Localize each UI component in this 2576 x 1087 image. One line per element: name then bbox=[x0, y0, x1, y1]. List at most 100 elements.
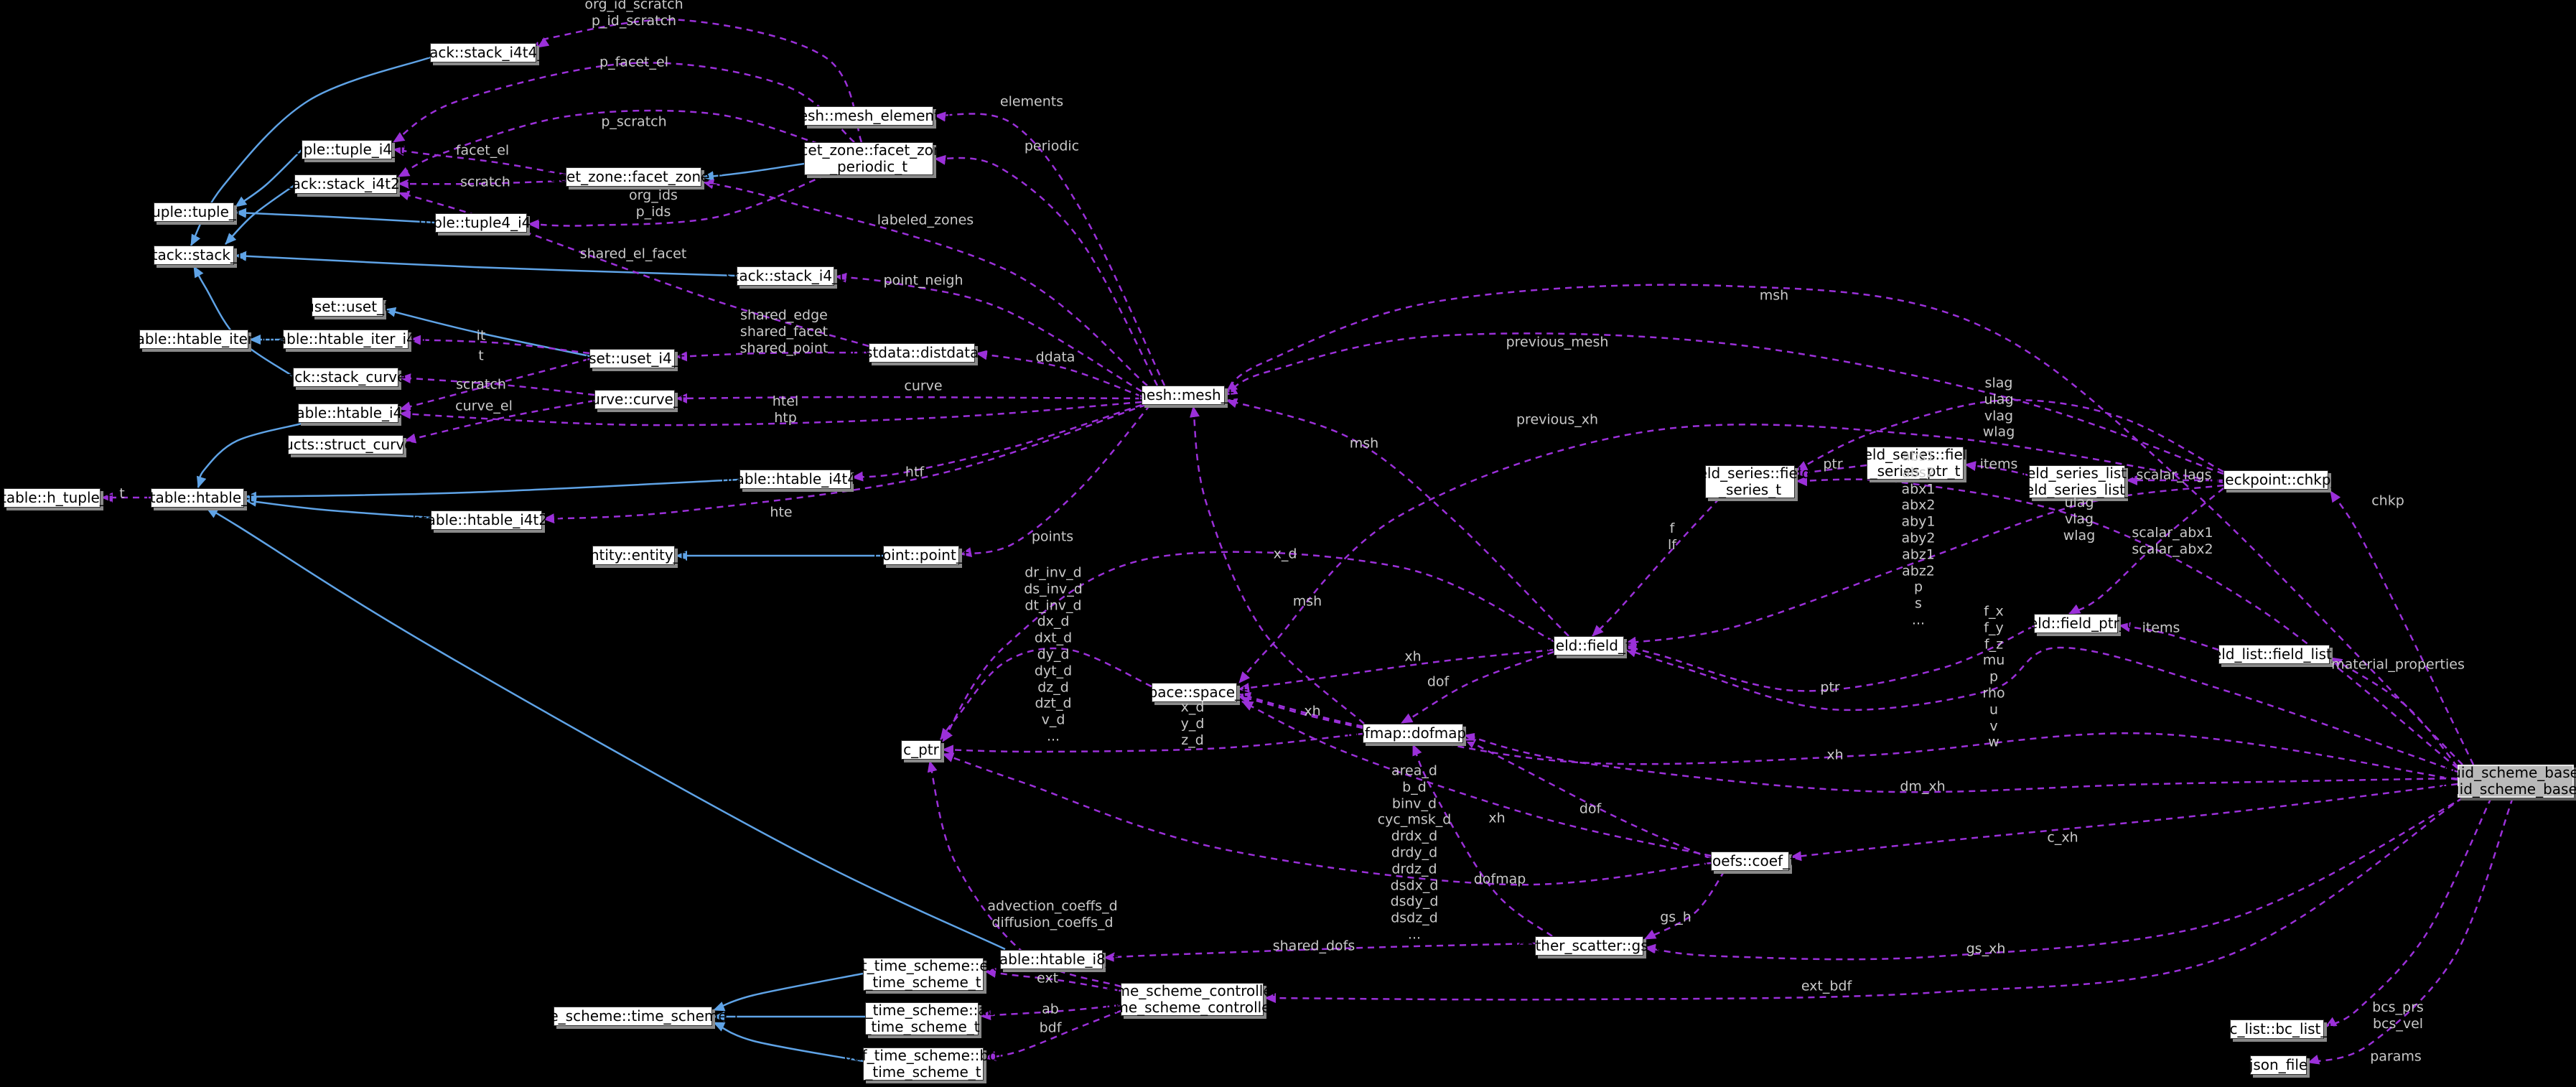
edge-mesh-facet_zone bbox=[702, 179, 1148, 386]
node-fs[interactable]: field_series::field _series_t bbox=[1689, 465, 1811, 498]
node-htable_i8[interactable]: htable::htable_i8_t bbox=[984, 950, 1119, 969]
node-bdf_ts[interactable]: bdf_time_scheme::bdf _time_scheme_t bbox=[844, 1047, 1003, 1081]
node-json_file[interactable]: json_file bbox=[2249, 1055, 2308, 1075]
edge-fluid-json_file bbox=[2307, 797, 2514, 1065]
node-chkp[interactable]: checkpoint::chkp_t bbox=[2208, 470, 2344, 490]
node-coef[interactable]: coefs::coef_t bbox=[1704, 852, 1796, 871]
node-stack_t[interactable]: stack::stack_t bbox=[144, 246, 243, 265]
edge-coef-c_ptr bbox=[942, 752, 1712, 886]
node-stack_i4t4[interactable]: stack::stack_i4t4_t bbox=[416, 43, 551, 62]
edge-fluid-dofmap bbox=[1464, 732, 2458, 793]
node-facet_zone[interactable]: facet_zone::facet_zone_t bbox=[544, 167, 723, 187]
node-htable_iter_t[interactable]: htable::htable_iter_t bbox=[121, 330, 266, 349]
edge-fluid-coef bbox=[1790, 783, 2458, 862]
edge-fluid-bc_list bbox=[2325, 797, 2493, 1028]
edge-chkp-field bbox=[1625, 484, 2224, 647]
edge-distdata-uset_i4 bbox=[676, 351, 869, 362]
edge-coef-gs bbox=[1644, 870, 1726, 941]
edge-fzp-tuple_i4 bbox=[393, 62, 855, 144]
node-mesh[interactable]: mesh::mesh_t bbox=[1132, 386, 1234, 405]
edge-tsc-bdf_ts bbox=[984, 1009, 1121, 1061]
edge-mesh-stack_i4 bbox=[835, 272, 1142, 393]
edge-htable_i8-htable_t bbox=[206, 507, 1006, 951]
edge-field-mesh bbox=[1226, 398, 1569, 637]
node-dofmap[interactable]: dofmap::dofmap_t bbox=[1346, 724, 1480, 743]
edge-fsl-fsp bbox=[1964, 461, 2030, 477]
node-stack_curve[interactable]: stack::stack_curve_t bbox=[272, 368, 419, 387]
edge-fluid-fs bbox=[1796, 476, 2458, 769]
node-htable_iter_i4[interactable]: htable::htable_iter_i4_t bbox=[263, 330, 429, 349]
edge-fluid-mesh bbox=[1226, 284, 2463, 765]
edge-fluid-tsc bbox=[1264, 796, 2463, 1004]
edge-ext_ts-time_scheme bbox=[713, 972, 864, 1012]
node-entity[interactable]: entity::entity_t bbox=[581, 546, 686, 565]
node-point[interactable]: point::point_t bbox=[873, 546, 969, 565]
node-stack_i4t2[interactable]: stack::stack_i4t2_t bbox=[279, 174, 413, 194]
edge-facet_zone-tuple_i4 bbox=[393, 146, 566, 176]
edge-fluid-field bbox=[1625, 646, 2458, 773]
edge-stack_i4t2-stack_t bbox=[225, 184, 295, 245]
edge-chkp-space bbox=[1238, 424, 2224, 684]
edge-space-c_ptr bbox=[939, 647, 1152, 740]
edge-fsp-fs bbox=[1796, 464, 1867, 478]
node-tuple4_i4[interactable]: tuple::tuple4_i4_t bbox=[418, 213, 544, 233]
node-struct_curve[interactable]: structs::struct_curve_t bbox=[265, 435, 426, 454]
edge-gs-htable_i8 bbox=[1103, 942, 1536, 963]
node-distdata[interactable]: distdata::distdata_t bbox=[851, 343, 992, 363]
node-htable_i4[interactable]: htable::htable_i4_t bbox=[281, 403, 416, 423]
edge-chkp-fs bbox=[1796, 398, 2224, 473]
node-fzp[interactable]: facet_zone::facet_zone _periodic_t bbox=[786, 141, 951, 175]
edge-fzp-facet_zone bbox=[702, 162, 805, 182]
node-space[interactable]: space::space_t bbox=[1141, 683, 1248, 702]
node-bc_list[interactable]: bc_list::bc_list_t bbox=[2220, 1020, 2334, 1039]
node-fluid: fluid_scheme_base:: fluid_scheme_base_t bbox=[2441, 764, 2576, 798]
edge-mesh-htable_i4t2 bbox=[543, 403, 1147, 524]
node-htable_i4t2[interactable]: htable::htable_i4t2_t bbox=[412, 510, 561, 530]
edge-htable_i4-htable_t bbox=[196, 422, 302, 488]
node-field[interactable]: field::field_t bbox=[1546, 636, 1631, 656]
edge-fluid-chkp bbox=[2329, 490, 2475, 765]
edge-stack_i4-stack_t bbox=[235, 251, 737, 277]
edge-chkp-mesh bbox=[1226, 332, 2224, 475]
node-stack_i4[interactable]: stack::stack_i4_t bbox=[726, 266, 845, 286]
edge-field-c_ptr bbox=[941, 551, 1554, 742]
edge-coef-dofmap bbox=[1464, 737, 1712, 860]
edge-fluid-field_list bbox=[2330, 656, 2458, 768]
node-tsc[interactable]: time_scheme_controller ::time_scheme_con… bbox=[1095, 982, 1289, 1016]
edge-gs-dofmap bbox=[1411, 744, 1553, 937]
edge-tsc-ext_ts bbox=[984, 967, 1121, 992]
edge-dofmap-c_ptr bbox=[942, 732, 1363, 755]
node-uset_t[interactable]: uset::uset_t bbox=[305, 297, 390, 317]
edge-fzp-stack_i4t4 bbox=[536, 19, 863, 143]
node-curve[interactable]: curve::curve_t bbox=[583, 390, 686, 409]
edge-mesh-curve bbox=[676, 393, 1142, 403]
node-field_list[interactable]: field_list::field_list_t bbox=[2203, 645, 2345, 664]
node-fsl[interactable]: field_series_list:: field_series_list_t bbox=[2016, 465, 2138, 498]
edge-coef-space bbox=[1241, 700, 1712, 857]
edge-facet_zone-stack_i4t2 bbox=[398, 179, 566, 190]
node-gs[interactable]: gather_scatter::gs_t bbox=[1517, 936, 1661, 956]
node-fsp[interactable]: field_series::field _series_ptr_t bbox=[1854, 446, 1977, 480]
node-htable_i4t4[interactable]: htable::htable_i4t4_t bbox=[721, 470, 869, 489]
edge-field_list-field_ptr bbox=[2119, 622, 2219, 651]
edge-tuple4_i4-tuple_t bbox=[235, 207, 436, 224]
node-htable_t[interactable]: htable::htable_t bbox=[141, 488, 254, 508]
edge-field-space bbox=[1238, 648, 1554, 693]
node-mesh_element[interactable]: mesh::mesh_element_t bbox=[785, 106, 953, 126]
node-ext_ts[interactable]: ext_time_scheme::ext _time_scheme_t bbox=[844, 957, 1003, 991]
node-uset_i4[interactable]: uset::uset_i4_t bbox=[579, 349, 685, 368]
node-time_scheme[interactable]: time_scheme::time_scheme_t bbox=[526, 1007, 740, 1026]
edge-stack_curve-stack_t bbox=[192, 266, 294, 378]
edge-bdf_ts-time_scheme bbox=[713, 1021, 864, 1063]
node-tuple_t[interactable]: tuple::tuple_t bbox=[146, 202, 242, 222]
node-h_tuple[interactable]: htable::h_tuple_t bbox=[0, 488, 113, 508]
node-tuple_i4[interactable]: tuple::tuple_i4_t bbox=[289, 140, 405, 159]
node-c_ptr[interactable]: c_ptr bbox=[901, 740, 941, 760]
edge-tsc-ab_ts bbox=[979, 1004, 1121, 1021]
edge-curve-struct_curve bbox=[404, 399, 595, 444]
node-ab_ts[interactable]: ab_time_scheme::ab _time_scheme_t bbox=[847, 1002, 997, 1035]
edge-htable_i4t2-htable_t bbox=[245, 496, 431, 519]
edge-fzp-tuple4_i4 bbox=[528, 174, 826, 230]
node-field_ptr[interactable]: field::field_ptr_t bbox=[2020, 614, 2132, 633]
